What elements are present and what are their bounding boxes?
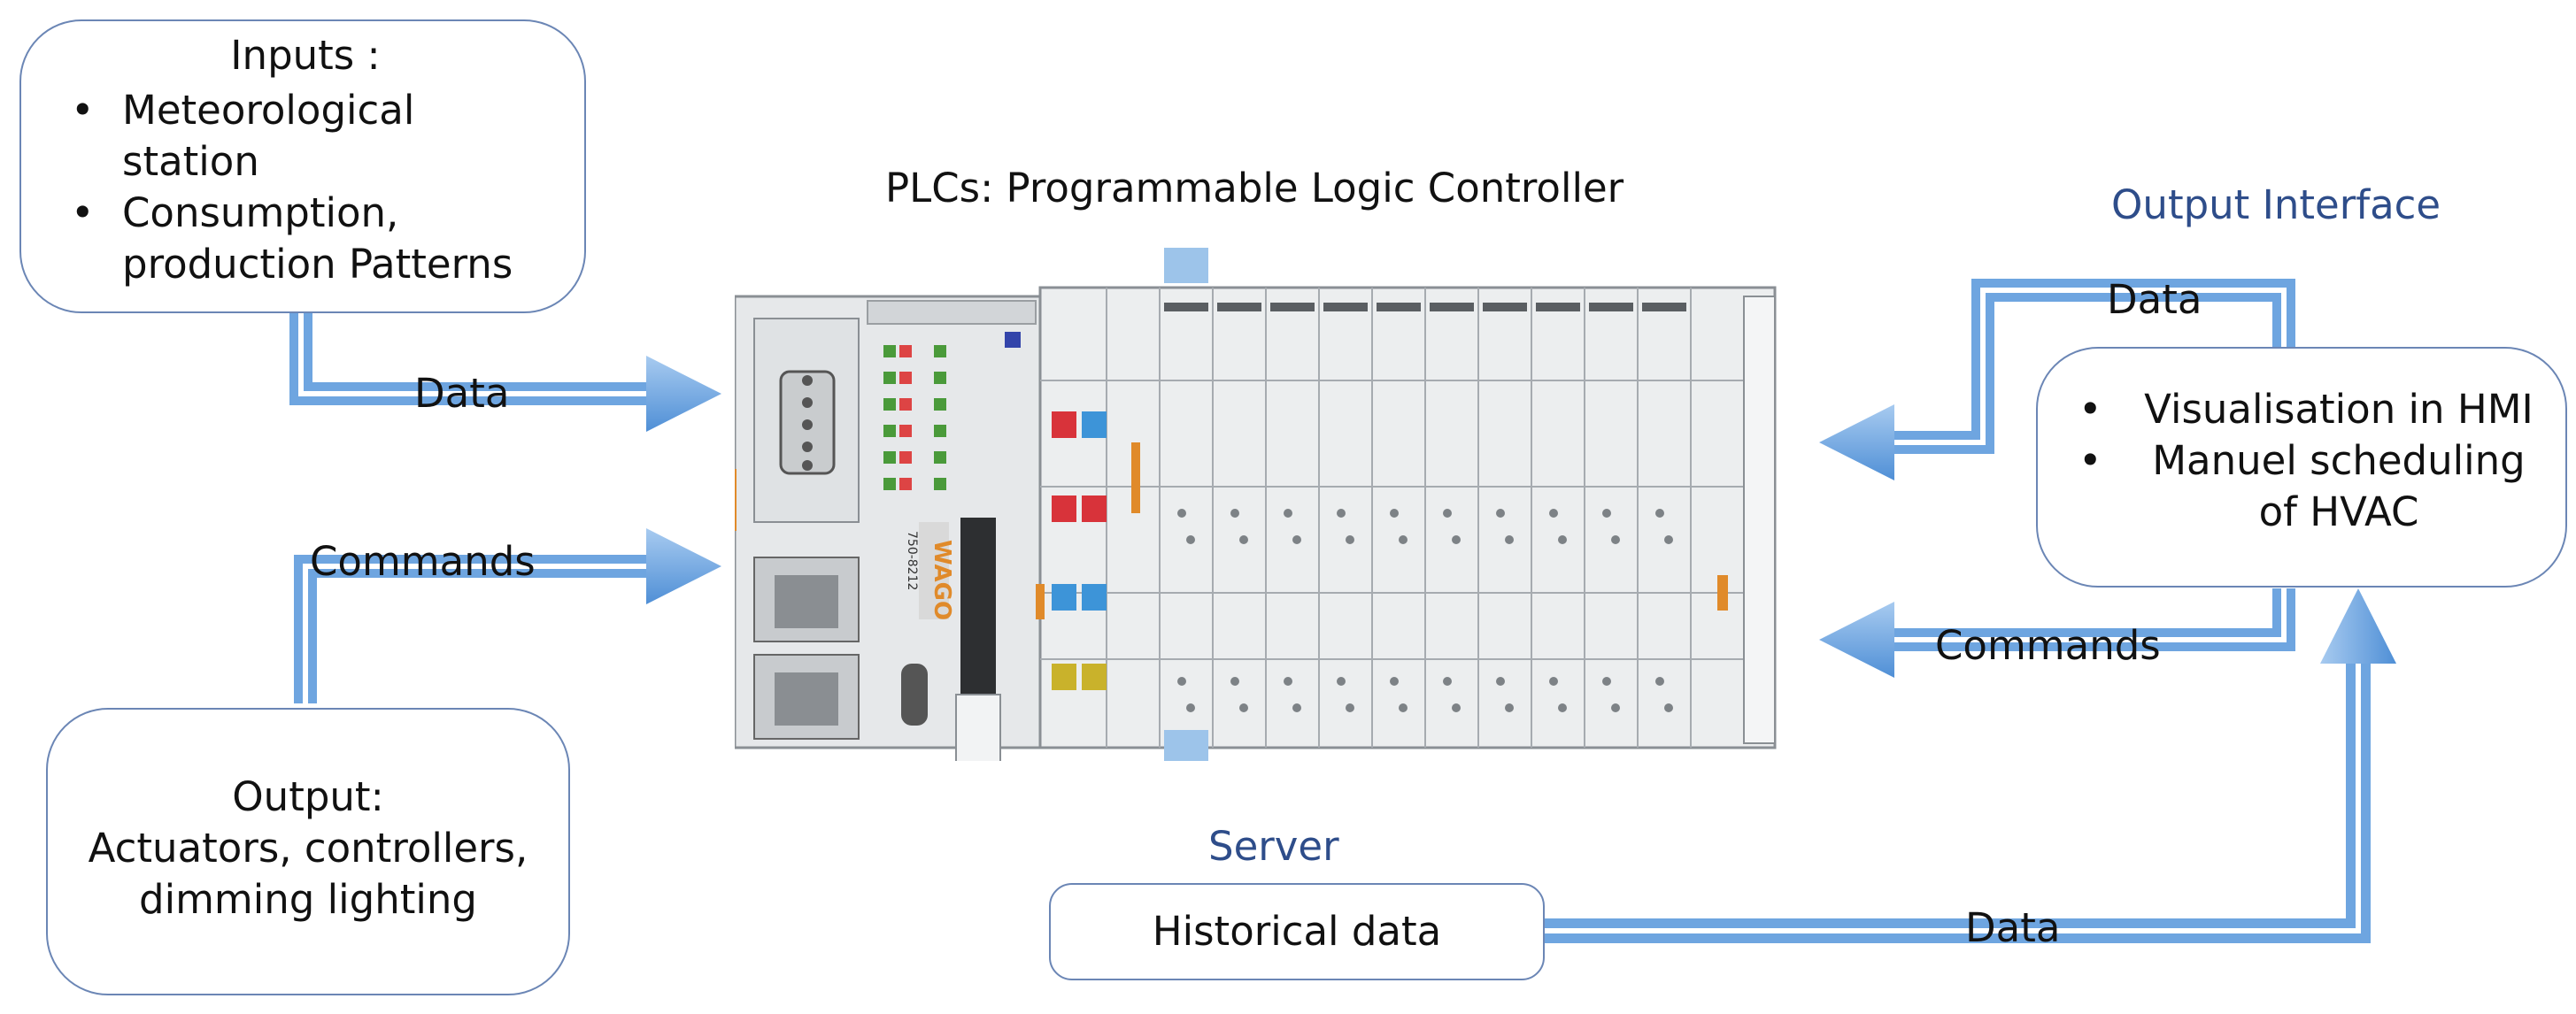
output-interface-list: Visualisation in HMI Manuel scheduling o… <box>2055 384 2548 538</box>
interface-commands-arrow <box>1819 588 2295 678</box>
inputs-data-label: Data <box>414 370 510 417</box>
output-interface-label: Output Interface <box>2111 181 2441 228</box>
plc-device-image: WAGO 750-8212 <box>735 248 1777 761</box>
server-box: Historical data <box>1049 883 1545 980</box>
output-box: Output: Actuators, controllers, dimming … <box>46 708 570 995</box>
inputs-data-arrow <box>289 305 721 432</box>
output-interface-box: Visualisation in HMI Manuel scheduling o… <box>2036 347 2567 588</box>
output-line-1: Actuators, controllers, <box>88 825 528 872</box>
inputs-list: Meteorological station Consumption, prod… <box>48 85 563 290</box>
commands-left-arrow <box>294 528 721 703</box>
interface-commands-label: Commands <box>1935 622 2161 669</box>
inputs-box: Inputs : Meteorological station Consumpt… <box>19 19 586 313</box>
plc-model-label: 750-8212 <box>905 531 919 590</box>
server-label: Server <box>1208 823 1339 870</box>
output-heading: Output: <box>232 773 384 820</box>
interface-data-arrow <box>1819 279 2295 480</box>
output-interface-item-hmi: Visualisation in HMI <box>2055 384 2548 435</box>
server-historical-data: Historical data <box>1152 908 1442 955</box>
inputs-item-consumption: Consumption, production Patterns <box>48 188 563 290</box>
plc-controller-module <box>735 295 1042 761</box>
output-interface-item-scheduling: Manuel scheduling of HVAC <box>2055 435 2548 538</box>
output-line-2: dimming lighting <box>139 876 477 923</box>
inputs-heading: Inputs : <box>230 32 381 79</box>
plc-io-modules <box>1036 248 1777 761</box>
plc-brand-logo: WAGO <box>929 540 955 620</box>
interface-data-label: Data <box>2107 276 2202 323</box>
server-data-arrow <box>1545 588 2396 943</box>
commands-left-label: Commands <box>310 538 536 585</box>
plc-title: PLCs: Programmable Logic Controller <box>885 165 1624 211</box>
inputs-item-meteorological: Meteorological station <box>48 85 563 188</box>
server-data-label: Data <box>1965 904 2061 951</box>
